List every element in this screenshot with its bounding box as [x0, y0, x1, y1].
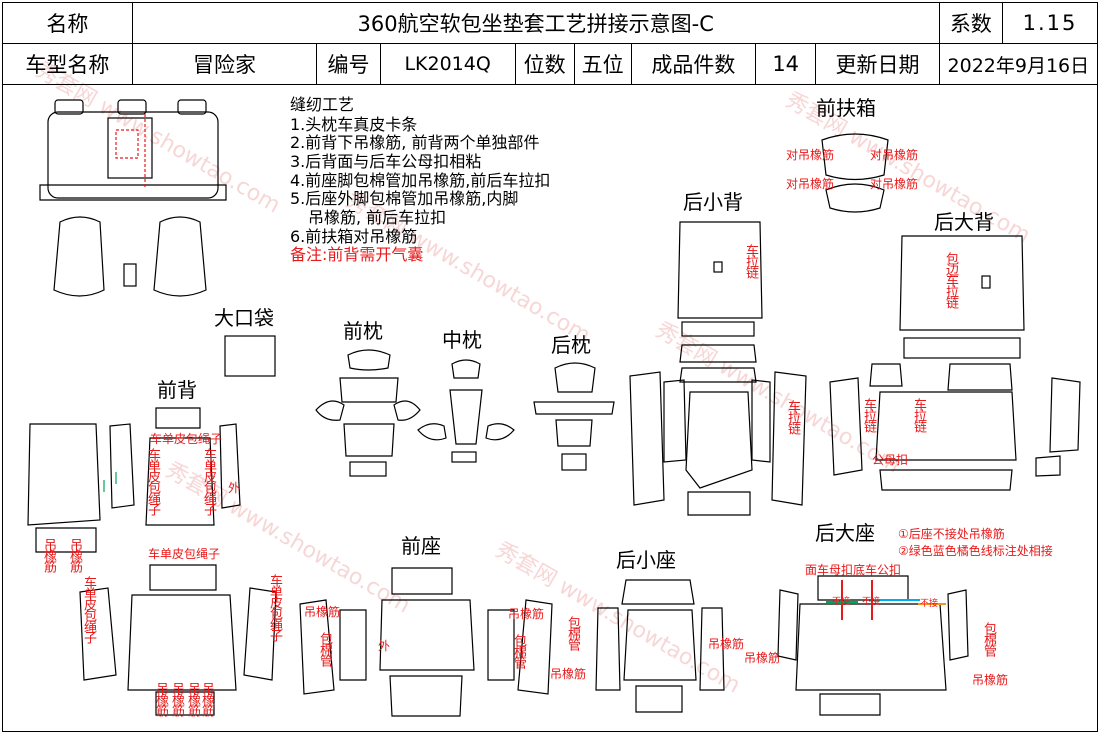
note-joint: 不接	[920, 599, 939, 609]
note-elastic: 吊橡筋	[67, 538, 82, 571]
pieces-label: 成品件数	[630, 43, 757, 85]
note-elastic: 吊橡筋	[972, 673, 1009, 687]
headrest-drawings	[315, 349, 615, 477]
coef-label: 系数	[938, 2, 1003, 44]
code-label: 编号	[316, 43, 381, 85]
seat-overview-drawing	[39, 99, 227, 297]
label-front-headrest: 前枕	[343, 319, 383, 343]
note-snap-line: 面车母扣底车公扣	[805, 563, 902, 577]
rear-big-back-drawing	[829, 235, 1081, 491]
note-zipper: 车拉链	[785, 400, 800, 433]
front-armrest-drawing	[821, 133, 889, 213]
rear-seat-note-1: ①后座不接处吊橡筋	[898, 527, 1005, 541]
big-pocket-outline	[224, 335, 276, 377]
process-step: 吊橡筋, 前后车拉扣	[308, 208, 447, 227]
note-foam-tube: 包棉管	[511, 634, 526, 667]
note-zipper: 车拉链	[911, 398, 926, 431]
name-label: 名称	[2, 2, 133, 44]
header-table: 名称 360航空软包坐垫套工艺拼接示意图-C 系数 1.15 车型名称 冒险家 …	[2, 2, 1099, 85]
label-rear-big-seat: 后大座	[815, 521, 875, 545]
note-elastic: 吊橡筋	[153, 682, 168, 715]
note-elastic: 吊橡筋	[508, 607, 545, 621]
note-outer: 外	[228, 481, 241, 495]
note-zipper: 车拉链	[861, 398, 876, 431]
model-value: 冒险家	[131, 43, 318, 85]
label-rear-small-seat: 后小座	[616, 548, 676, 572]
date-label: 更新日期	[815, 43, 940, 85]
note-pair-elastic: 对吊橡筋	[870, 148, 919, 162]
rear-seat-note-2: ②绿色蓝色橘色线标注处相接	[898, 544, 1053, 558]
process-title: 缝纫工艺	[290, 95, 355, 114]
note-elastic: 吊橡筋	[708, 637, 745, 651]
note-single-leather-cord: 车单皮包绳子	[81, 576, 96, 642]
label-front-armrest: 前扶箱	[816, 96, 876, 120]
note-foam-tube: 包棉管	[317, 632, 332, 665]
process-remark: 备注:前背需开气囊	[290, 245, 424, 264]
note-elastic: 吊橡筋	[185, 682, 200, 715]
note-pair-elastic: 对吊橡筋	[786, 177, 835, 191]
process-step: 6.前扶箱对吊橡筋	[290, 227, 418, 246]
model-label: 车型名称	[2, 43, 133, 85]
label-middle-headrest: 中枕	[442, 328, 482, 352]
process-step: 2.前背下吊橡筋, 前背两个单独部件	[290, 133, 540, 152]
note-single-leather-cord: 车单皮包绳子	[150, 432, 223, 446]
note-elastic: 吊橡筋	[169, 682, 184, 715]
process-step: 3.后背面与后车公母扣相粘	[290, 152, 482, 171]
note-elastic: 吊橡筋	[41, 538, 56, 571]
label-rear-big-back: 后大背	[934, 210, 994, 234]
seats-label: 位数	[514, 43, 575, 85]
label-rear-headrest: 后枕	[551, 333, 591, 357]
process-step: 5.后座外脚包棉管加吊橡筋,内脚	[290, 189, 519, 208]
note-joint: 不接	[832, 597, 851, 607]
rear-small-back-drawing	[629, 221, 807, 516]
note-elastic: 吊橡筋	[744, 651, 781, 665]
label-big-pocket: 大口袋	[214, 306, 274, 330]
note-elastic: 吊橡筋	[199, 682, 214, 715]
note-single-leather-cord: 车单皮包绳子	[201, 448, 216, 514]
note-foam-tube: 包棉管	[565, 616, 580, 649]
code-value: LK2014Q	[379, 43, 516, 85]
note-elastic: 吊橡筋	[550, 667, 587, 681]
note-edge-zipper: 包边车拉链	[943, 252, 958, 307]
front-seat-drawing	[299, 567, 553, 717]
date-value: 2022年9月16日	[938, 43, 1099, 85]
label-rear-small-back: 后小背	[683, 190, 743, 214]
note-snap: 公母扣	[872, 453, 909, 467]
note-pair-elastic: 对吊橡筋	[870, 177, 919, 191]
note-foam-tube: 包棉管	[981, 622, 996, 655]
note-outer: 外	[378, 639, 391, 653]
rear-big-seat-drawing	[777, 575, 969, 716]
note-single-leather-cord: 车单皮包绳子	[267, 574, 282, 640]
note-elastic: 吊橡筋	[304, 605, 341, 619]
note-joint: 不接	[862, 597, 881, 607]
process-step: 4.前座脚包棉管加吊橡筋,前后车拉扣	[290, 171, 551, 190]
pieces-value: 14	[755, 43, 817, 85]
note-zipper: 车拉链	[743, 244, 758, 277]
front-back-drawing	[27, 407, 277, 716]
label-front-back: 前背	[157, 378, 197, 402]
note-single-leather-cord: 车单皮包绳子	[145, 448, 160, 514]
label-front-seat: 前座	[401, 534, 441, 558]
seats-value: 五位	[573, 43, 632, 85]
process-step: 1.头枕车真皮卡条	[290, 115, 418, 134]
rear-small-seat-drawing	[595, 579, 725, 713]
note-single-leather-cord: 车单皮包绳子	[148, 547, 221, 561]
document-title: 360航空软包坐垫套工艺拼接示意图-C	[131, 2, 940, 44]
note-pair-elastic: 对吊橡筋	[786, 148, 835, 162]
